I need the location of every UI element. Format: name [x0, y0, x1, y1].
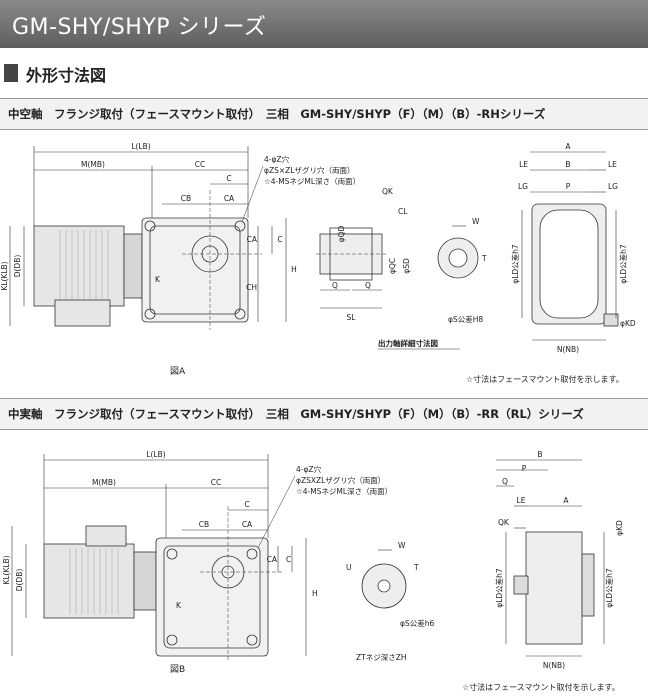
- dim-a-k: K: [155, 275, 161, 284]
- shaft-detail-a: [316, 227, 388, 309]
- dim-a-ca-v: CA: [247, 235, 258, 244]
- side-view-b: [496, 459, 605, 657]
- dim-b-l: L(LB): [146, 450, 165, 459]
- dim-b-zt: ZTネジ深さZH: [356, 653, 407, 662]
- dim-a-t: T: [481, 254, 487, 263]
- dim-b-ld2: φLD公差h7: [604, 568, 614, 608]
- panel-b-header: 中実軸 フランジ取付（フェースマウント取付） 三相 GM-SHY/SHYP（F）…: [0, 398, 648, 430]
- dim-a-c-v: C: [277, 235, 282, 244]
- dim-a-h: H: [291, 265, 297, 274]
- section-marker: [4, 64, 18, 82]
- figure-label-a: 図A: [170, 366, 186, 377]
- dim-a-a: A: [565, 142, 571, 151]
- dim-b-m: M(MB): [92, 478, 116, 487]
- hole-b-2: φZSXZLザグリ穴（両面）: [296, 475, 385, 485]
- dim-b-w: W: [398, 541, 406, 550]
- dim-a-cl: CL: [398, 207, 408, 216]
- dim-b-a: A: [563, 496, 569, 505]
- dim-a-qd: φQD: [337, 225, 346, 242]
- dim-b-b: B: [537, 450, 542, 459]
- dim-a-kd: φKD: [620, 319, 636, 328]
- dim-b-c: C: [244, 500, 249, 509]
- dim-a-w: W: [472, 217, 480, 226]
- gearbox-b: [155, 506, 282, 660]
- hole-a-1: 4-φZ穴: [264, 154, 290, 164]
- note-b: ☆寸法はフェースマウント取付を示します。: [462, 682, 620, 692]
- dim-a-d: D(DB): [13, 255, 22, 278]
- section-title: 外形寸法図: [26, 66, 107, 85]
- dim-b-ca-v: CA: [267, 555, 278, 564]
- dim-b-ca: CA: [242, 520, 253, 529]
- dim-a-m: M(MB): [81, 160, 105, 169]
- dim-a-b: B: [565, 160, 570, 169]
- dim-a-ca: CA: [224, 194, 235, 203]
- hole-a-2: φZS×ZLザグリ穴（両面）: [264, 165, 354, 175]
- dim-a-sd: φSD: [402, 258, 411, 274]
- dim-b-cb: CB: [199, 520, 209, 529]
- dim-a-sl: SL: [347, 313, 357, 322]
- dim-a-lg1: LG: [518, 182, 528, 191]
- dim-b-le: LE: [517, 496, 526, 505]
- dim-a-ld2: φLD公差h7: [618, 244, 628, 284]
- dim-a-q2: Q: [365, 281, 371, 290]
- dim-b-kd: φKD: [615, 520, 624, 536]
- motor-b: [43, 525, 157, 619]
- dim-a-l: L(LB): [131, 142, 150, 151]
- dim-a-c: C: [226, 174, 231, 183]
- dim-a-qk: QK: [382, 187, 394, 196]
- motor-a: [33, 225, 143, 327]
- detail-caption-a: 出力軸詳細寸法図: [378, 338, 438, 348]
- dim-b-kl: KL(KLB): [2, 555, 11, 584]
- dim-a-q1: Q: [332, 281, 338, 290]
- dim-b-d: D(DB): [15, 569, 24, 592]
- dim-b-h: H: [312, 589, 318, 598]
- dim-a-lg2: LG: [608, 182, 618, 191]
- drawing-b: L(LB) M(MB) CC C CB CA D(DB) KL(KLB) CA …: [2, 450, 624, 692]
- figure-label-b: 図B: [170, 664, 185, 675]
- dim-a-le1: LE: [519, 160, 528, 169]
- side-view-a: [521, 151, 619, 341]
- title-banner: GM-SHY/SHYP シリーズ: [0, 0, 648, 48]
- hole-b-3: ☆4-MSネジML深さ（両面）: [296, 487, 392, 496]
- banner-title: GM-SHY/SHYP シリーズ: [12, 15, 267, 40]
- gearbox-a: [141, 190, 262, 330]
- dim-a-s: φS公差H8: [448, 314, 483, 324]
- dim-a-p: P: [566, 182, 571, 191]
- dim-b-qk: QK: [498, 518, 510, 527]
- dim-b-p: P: [522, 464, 527, 473]
- dim-b-t: T: [413, 563, 419, 572]
- dim-b-u: U: [346, 563, 352, 572]
- panel-b-title: 中実軸 フランジ取付（フェースマウント取付） 三相 GM-SHY/SHYP（F）…: [8, 407, 584, 421]
- hole-b-1: 4-φZ穴: [296, 464, 322, 474]
- dim-b-k: K: [176, 601, 182, 610]
- dim-a-ch: CH: [246, 283, 257, 292]
- dim-b-s: φS公差h6: [400, 618, 434, 628]
- dim-b-n: N(NB): [543, 661, 565, 670]
- dim-a-ld1: φLD公差h7: [510, 244, 520, 284]
- panel-a-header: 中空軸 フランジ取付（フェースマウント取付） 三相 GM-SHY/SHYP（F）…: [0, 98, 648, 130]
- drawing-a: L(LB) M(MB) CC C CB CA D(DB) KL(KLB) CA …: [0, 142, 636, 384]
- note-a: ☆寸法はフェースマウント取付を示します。: [466, 374, 624, 384]
- hole-a-3: ☆4-MSネジML深さ（両面）: [264, 177, 360, 186]
- dim-a-cc: CC: [195, 160, 205, 169]
- dim-a-qc: φQC: [388, 258, 397, 274]
- dim-b-q: Q: [502, 477, 508, 486]
- dim-a-kl: KL(KLB): [0, 261, 9, 290]
- dim-b-cc: CC: [211, 478, 221, 487]
- dim-b-ld1: φLD公差h7: [494, 568, 504, 608]
- dim-b-c-v: C: [286, 555, 291, 564]
- panel-a-title: 中空軸 フランジ取付（フェースマウント取付） 三相 GM-SHY/SHYP（F）…: [8, 107, 546, 121]
- dim-a-n: N(NB): [557, 345, 579, 354]
- dim-a-le2: LE: [608, 160, 617, 169]
- dim-a-cb: CB: [181, 194, 191, 203]
